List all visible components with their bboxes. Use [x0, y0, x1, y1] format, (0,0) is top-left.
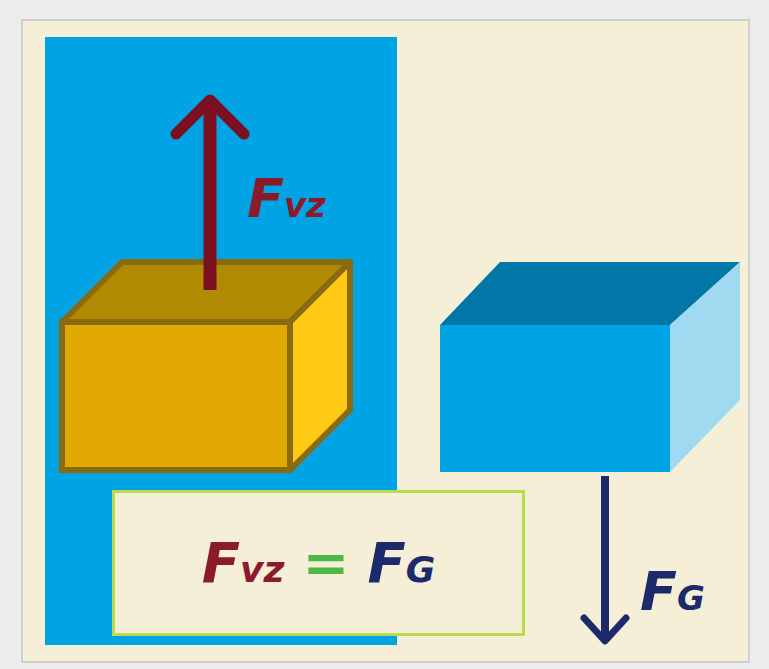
cube-front: [62, 322, 290, 470]
force-symbol: F: [202, 535, 240, 591]
formula: Fvz=FG: [202, 535, 435, 591]
water-region: [45, 37, 397, 645]
cube-side: [670, 262, 740, 472]
force-subscript: vz: [284, 188, 326, 222]
force-arrow: [204, 102, 217, 290]
force-arrow: [601, 476, 609, 640]
force-symbol: F: [367, 535, 405, 591]
background-panel: [22, 20, 749, 662]
force-symbol: F: [640, 565, 677, 619]
arrow-head: [176, 100, 244, 134]
force-subscript: G: [677, 581, 705, 615]
equals-sign: =: [302, 535, 349, 591]
cube-front: [440, 325, 670, 472]
force-label: FG: [640, 565, 705, 619]
arrow-head: [584, 618, 626, 641]
force-subscript: vz: [240, 552, 284, 588]
formula-box: Fvz=FG: [112, 490, 525, 636]
force-symbol: F: [247, 172, 284, 226]
cube-side: [290, 262, 350, 470]
force-subscript: G: [406, 552, 436, 588]
force-label: Fvz: [247, 172, 326, 226]
